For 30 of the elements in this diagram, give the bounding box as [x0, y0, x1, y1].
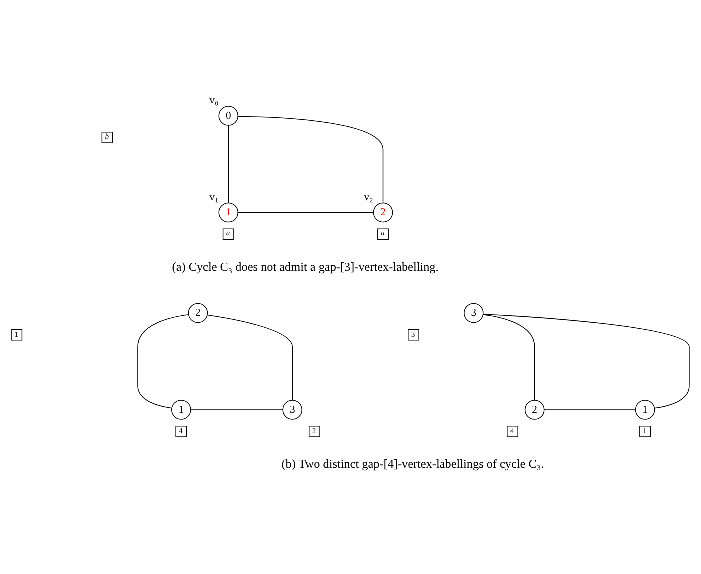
node-label: v₁: [210, 192, 219, 204]
label: (b) Two distinct gap-[4]-vertex-labellings of cycle C₃.: [282, 457, 544, 472]
node-circle: 1: [218, 202, 239, 223]
connector: [138, 314, 190, 409]
node-circle: 0: [218, 106, 239, 126]
node-circle: 2: [188, 303, 208, 324]
node-circle: 2: [524, 400, 545, 420]
connector: [238, 212, 374, 214]
node-circle: 3: [464, 303, 484, 324]
connector: [238, 116, 384, 204]
connector: [483, 314, 536, 401]
node-box: 4: [507, 426, 518, 438]
label: (a) Cycle C₃ does not admit a gap-[3]-vertex-labelling.: [172, 260, 439, 274]
node-circle: 3: [282, 400, 302, 420]
node-label: v₂: [364, 192, 374, 204]
connector: [483, 314, 690, 409]
node-box: 2: [308, 426, 320, 438]
node-circle: 1: [635, 400, 656, 420]
node-box: a: [222, 228, 234, 240]
node-box: 4: [176, 426, 188, 438]
node-circle: 1: [172, 400, 192, 420]
connector: [207, 314, 293, 401]
connector: [228, 125, 229, 204]
node-label: v₀: [210, 96, 219, 107]
node-circle: 2: [373, 202, 394, 223]
node-box: a: [378, 228, 389, 240]
node-box: b: [102, 132, 114, 144]
node-box: 1: [640, 426, 651, 438]
node-box: 3: [408, 329, 420, 341]
node-box: 1: [11, 329, 23, 341]
